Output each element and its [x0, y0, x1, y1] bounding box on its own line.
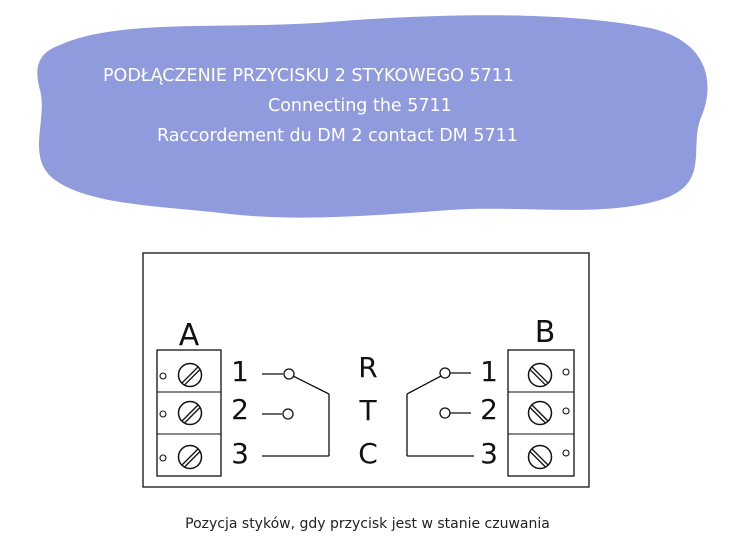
block-a-terminal-2: 2 — [231, 393, 249, 426]
screw-slot — [529, 407, 546, 424]
block-a-terminal-1: 1 — [231, 355, 249, 388]
screw-slot — [531, 366, 549, 384]
screw-icon — [177, 400, 203, 426]
block-a-hole-1 — [159, 372, 167, 380]
diagram-frame — [142, 252, 590, 488]
contact-a1 — [283, 368, 295, 380]
switch-arm-right — [406, 375, 442, 395]
block-a-screws — [159, 362, 203, 470]
block-b-label: B — [535, 315, 556, 350]
blob-shape — [37, 15, 708, 218]
block-b-hole-1 — [562, 368, 570, 376]
contact-label-t: T — [358, 394, 377, 427]
right-wiring — [406, 367, 474, 457]
terminal-block-a — [156, 349, 222, 477]
left-wiring — [262, 368, 330, 457]
title-polish: PODŁĄCZENIE PRZYCISKU 2 STYKOWEGO 5711 — [103, 66, 515, 86]
block-b-hole-2 — [562, 407, 570, 415]
contact-a2 — [282, 408, 294, 420]
block-a-label: A — [179, 318, 200, 353]
block-a-hole-2 — [159, 410, 167, 418]
screw-slot — [529, 451, 546, 468]
title-french: Raccordement du DM 2 contact DM 5711 — [157, 126, 518, 146]
screw-slot — [184, 369, 201, 386]
screw-slot — [531, 404, 549, 422]
screw-slot — [184, 451, 201, 468]
screw-slot — [181, 366, 199, 384]
block-b-screws — [527, 362, 570, 470]
contact-b1 — [439, 367, 451, 379]
screw-icon — [527, 444, 553, 470]
block-b-terminal-1: 1 — [480, 355, 498, 388]
screw-slot — [531, 448, 549, 466]
block-a-terminal-3: 3 — [231, 437, 249, 470]
screw-slot — [181, 448, 199, 466]
title-english: Connecting the 5711 — [268, 96, 452, 116]
screw-icon — [527, 400, 553, 426]
screw-icon — [177, 444, 203, 470]
contact-label-c: C — [358, 437, 378, 470]
contact-label-r: R — [358, 351, 377, 384]
screw-slot — [184, 407, 201, 424]
screw-icon — [527, 362, 553, 388]
block-b-terminal-3: 3 — [480, 437, 498, 470]
diagram-caption: Pozycja styków, gdy przycisk jest w stan… — [185, 516, 550, 532]
block-a-hole-3 — [159, 454, 167, 462]
block-b-terminal-2: 2 — [480, 393, 498, 426]
block-b-hole-3 — [562, 449, 570, 457]
header-blob — [0, 0, 735, 230]
screw-icon — [177, 362, 203, 388]
contact-b2 — [439, 407, 451, 419]
screw-slot — [529, 369, 546, 386]
switch-arm-left — [292, 375, 330, 395]
screw-slot — [181, 404, 199, 422]
